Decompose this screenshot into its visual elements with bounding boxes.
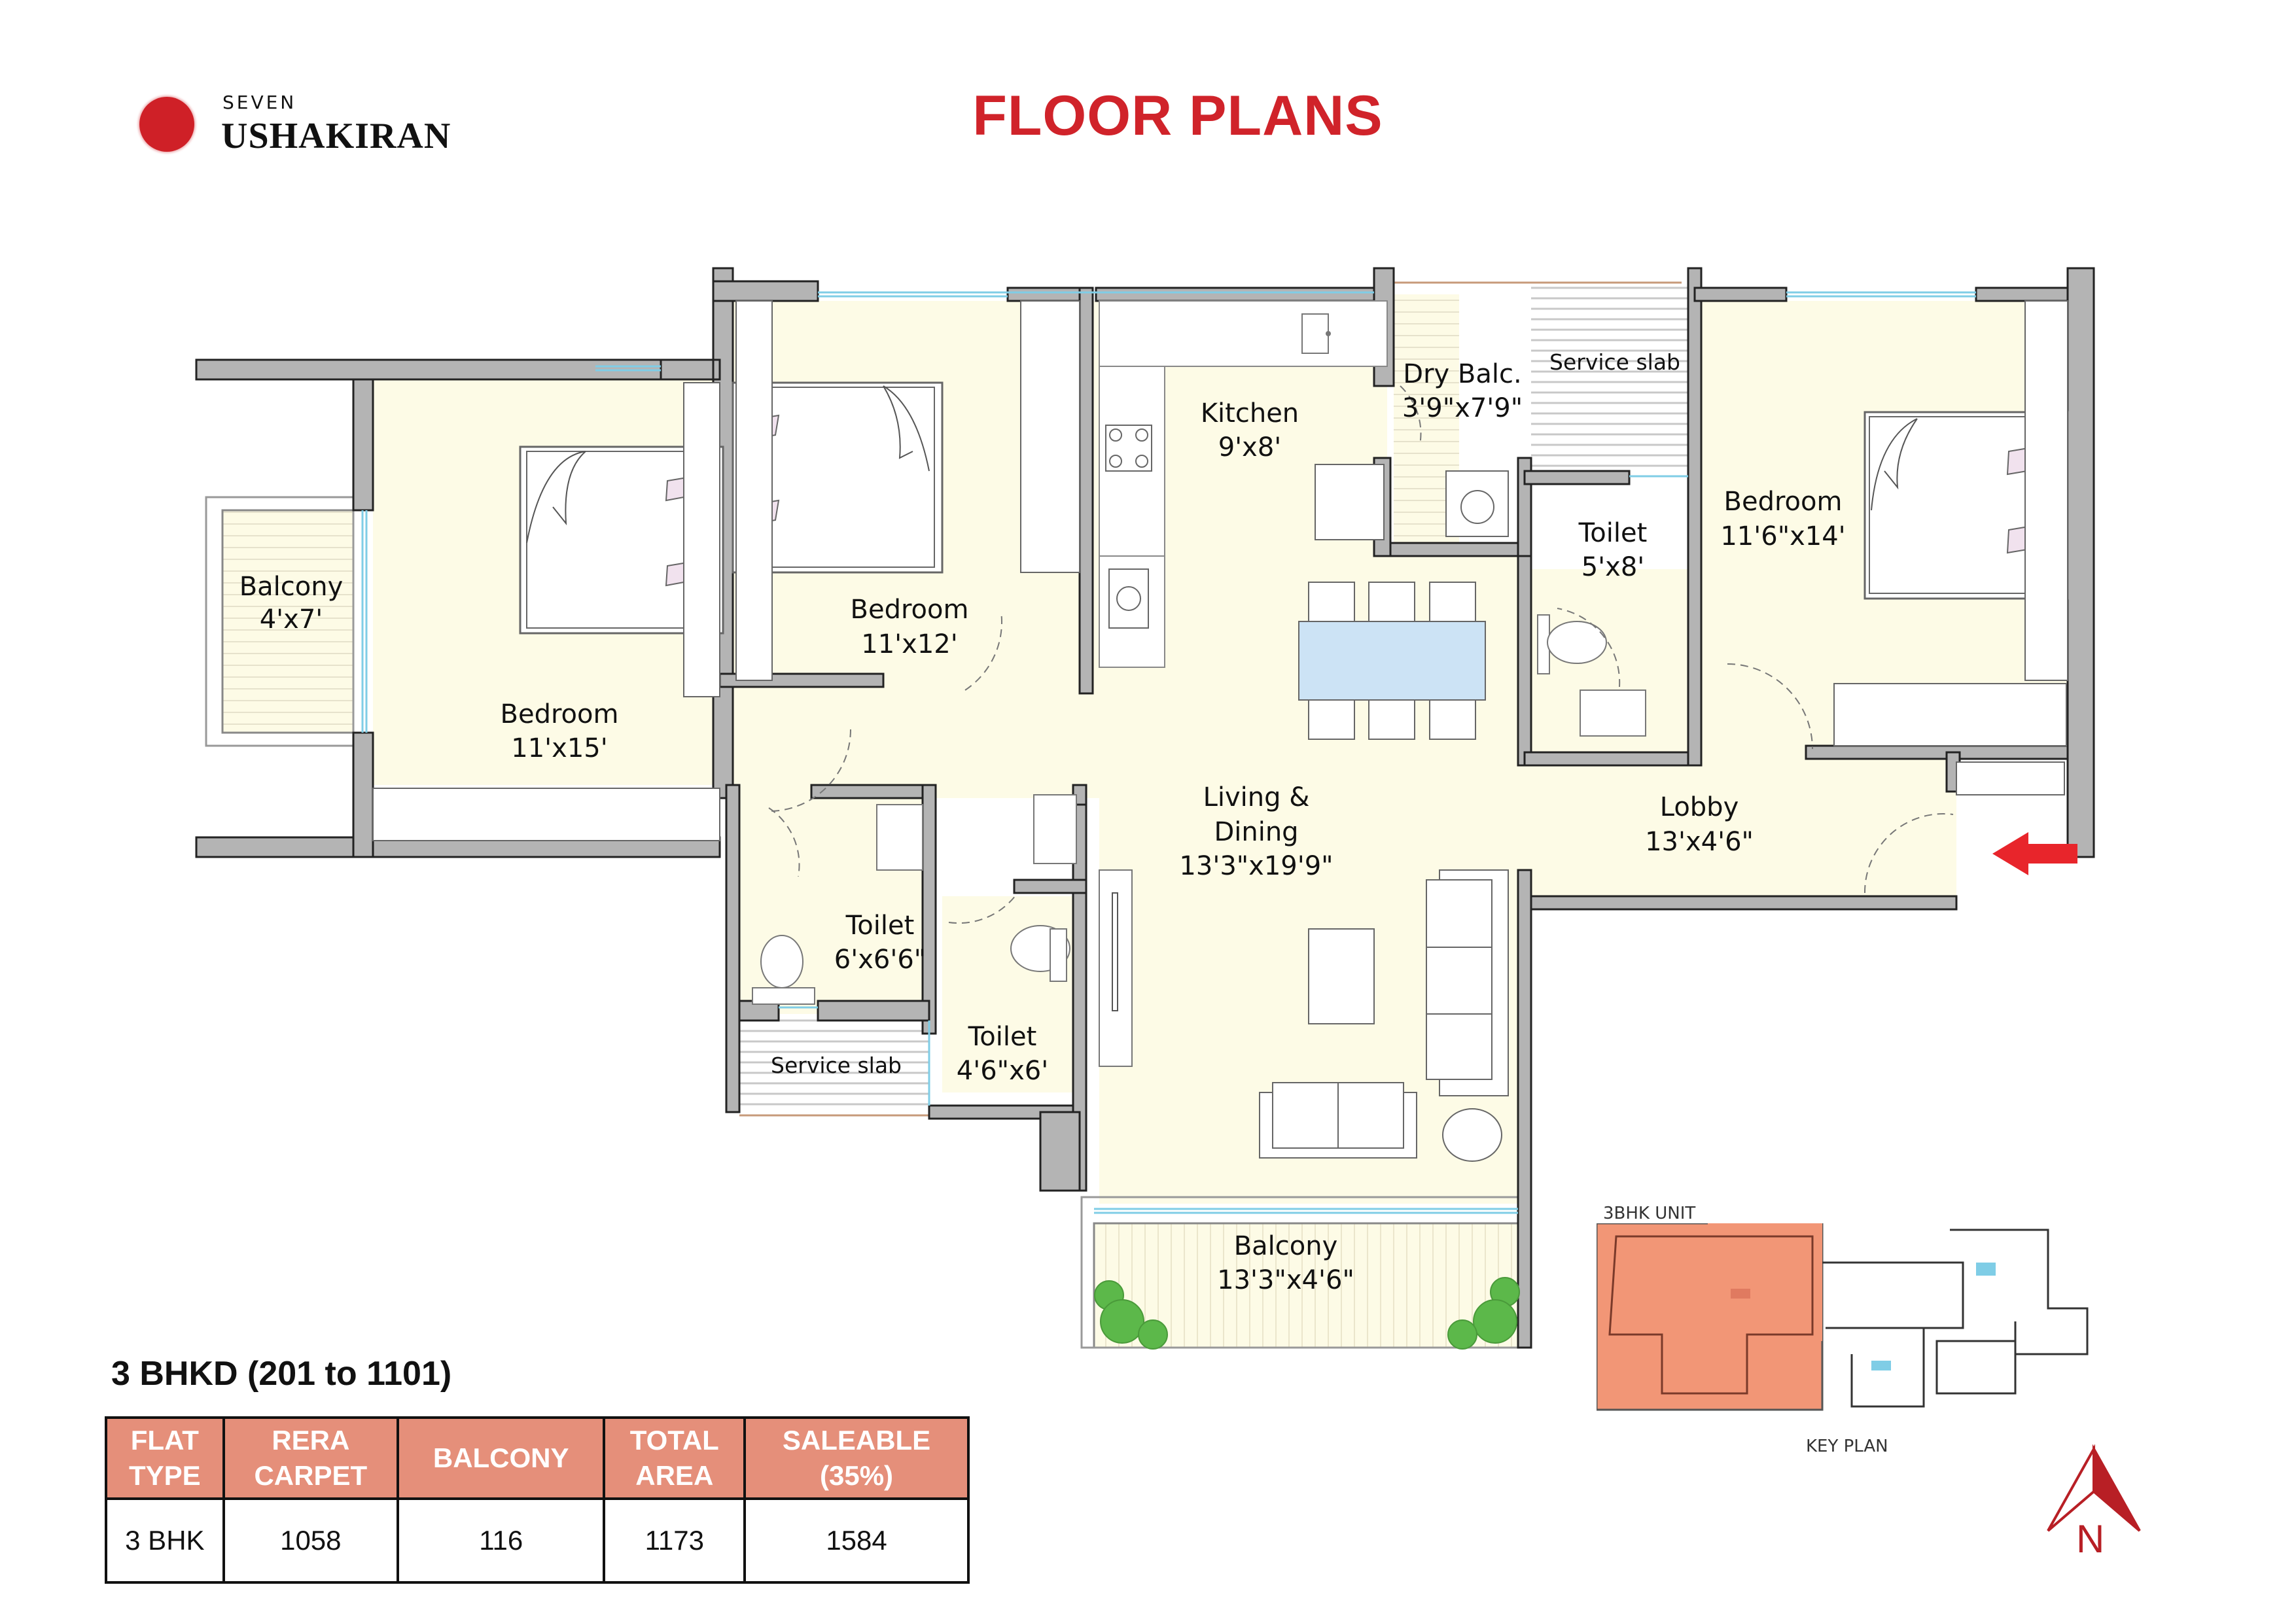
plants bbox=[1094, 1277, 1520, 1350]
door-swings bbox=[768, 385, 1954, 924]
room-size-bedroom-west: 11'x15' bbox=[511, 733, 607, 763]
key-plan-unit-label: 3BHK UNIT bbox=[1603, 1204, 1696, 1223]
room-size-toilet-middle: 4'6"x6' bbox=[957, 1056, 1048, 1086]
key-plan-caption: KEY PLAN bbox=[1806, 1437, 1888, 1456]
room-label-dry-balcony: Dry Balc. bbox=[1403, 359, 1521, 389]
room-label-kitchen: Kitchen bbox=[1201, 398, 1299, 428]
wardrobes bbox=[372, 300, 2068, 841]
balcony-west-floor bbox=[221, 509, 355, 734]
living-furniture bbox=[1099, 869, 1509, 1162]
entry-arrow-icon bbox=[1992, 832, 2077, 875]
room-label-service-slab-north: Service slab bbox=[1549, 349, 1680, 375]
brand-name: USHAKIRAN bbox=[221, 116, 451, 156]
room-size-bedroom-middle: 11'x12' bbox=[861, 629, 957, 659]
cell-saleable: 1584 bbox=[743, 1497, 970, 1584]
service-slab-south-floor bbox=[739, 1017, 929, 1109]
brand-prefix: SEVEN bbox=[222, 92, 297, 113]
walls bbox=[195, 267, 2095, 1349]
room-label-living-1: Living & bbox=[1203, 782, 1310, 812]
room-label-bedroom-east: Bedroom bbox=[1724, 487, 1843, 517]
key-plan bbox=[1597, 1223, 2089, 1411]
room-size-balcony-west: 4'x7' bbox=[260, 604, 323, 635]
cell-rera-carpet: 1058 bbox=[222, 1497, 399, 1584]
service-slab-north-floor bbox=[1531, 281, 1688, 478]
room-label-bedroom-middle: Bedroom bbox=[851, 595, 969, 625]
brand-logo: SEVEN USHAKIRAN bbox=[134, 92, 474, 164]
room-label-toilet-middle: Toilet bbox=[968, 1022, 1037, 1052]
room-size-balcony-south: 13'3"x4'6" bbox=[1217, 1265, 1354, 1295]
toilet-east-fixtures bbox=[1537, 614, 1646, 737]
header-balcony: BALCONY bbox=[396, 1416, 606, 1499]
north-arrow-icon bbox=[2047, 1444, 2141, 1532]
cell-total-area: 1173 bbox=[603, 1497, 747, 1584]
room-label-service-slab-south: Service slab bbox=[771, 1053, 902, 1078]
railing bbox=[739, 281, 1682, 1117]
room-size-dry-balcony: 3'9"x7'9" bbox=[1402, 393, 1523, 423]
dining-table bbox=[1298, 582, 1486, 740]
cell-balcony: 116 bbox=[396, 1497, 606, 1584]
cell-flat-type: 3 BHK bbox=[105, 1497, 225, 1584]
room-label-toilet-west: Toilet bbox=[845, 911, 915, 941]
room-label-balcony-west: Balcony bbox=[239, 572, 344, 602]
page-title: FLOOR PLANS bbox=[972, 84, 1383, 147]
windows bbox=[361, 291, 1976, 1214]
unit-title: 3 BHKD (201 to 1101) bbox=[111, 1355, 452, 1393]
north-label: N bbox=[2076, 1517, 2105, 1561]
room-size-toilet-east: 5'x8' bbox=[1581, 552, 1645, 582]
room-label-toilet-east: Toilet bbox=[1578, 518, 1648, 548]
room-size-toilet-west: 6'x6'6" bbox=[834, 945, 926, 975]
room-label-balcony-south: Balcony bbox=[1234, 1231, 1338, 1261]
sun-logo-icon bbox=[139, 97, 194, 152]
room-size-kitchen: 9'x8' bbox=[1218, 432, 1282, 462]
header-saleable: SALEABLE(35%) bbox=[743, 1416, 970, 1499]
room-size-living: 13'3"x19'9" bbox=[1179, 851, 1333, 881]
toilet-west-fixtures bbox=[752, 794, 1077, 1005]
room-size-lobby: 13'x4'6" bbox=[1645, 827, 1754, 857]
room-label-bedroom-west: Bedroom bbox=[501, 699, 619, 729]
room-label-lobby: Lobby bbox=[1660, 792, 1739, 822]
room-size-bedroom-east: 11'6"x14' bbox=[1720, 521, 1845, 551]
kitchen-fixtures bbox=[1099, 300, 1509, 668]
table-row: 3 BHK 1058 116 1173 1584 bbox=[105, 1497, 970, 1584]
room-label-living-2: Dining bbox=[1214, 817, 1298, 847]
room-labels: Balcony 4'x7' Bedroom 11'x15' Bedroom 11… bbox=[239, 349, 1846, 1295]
